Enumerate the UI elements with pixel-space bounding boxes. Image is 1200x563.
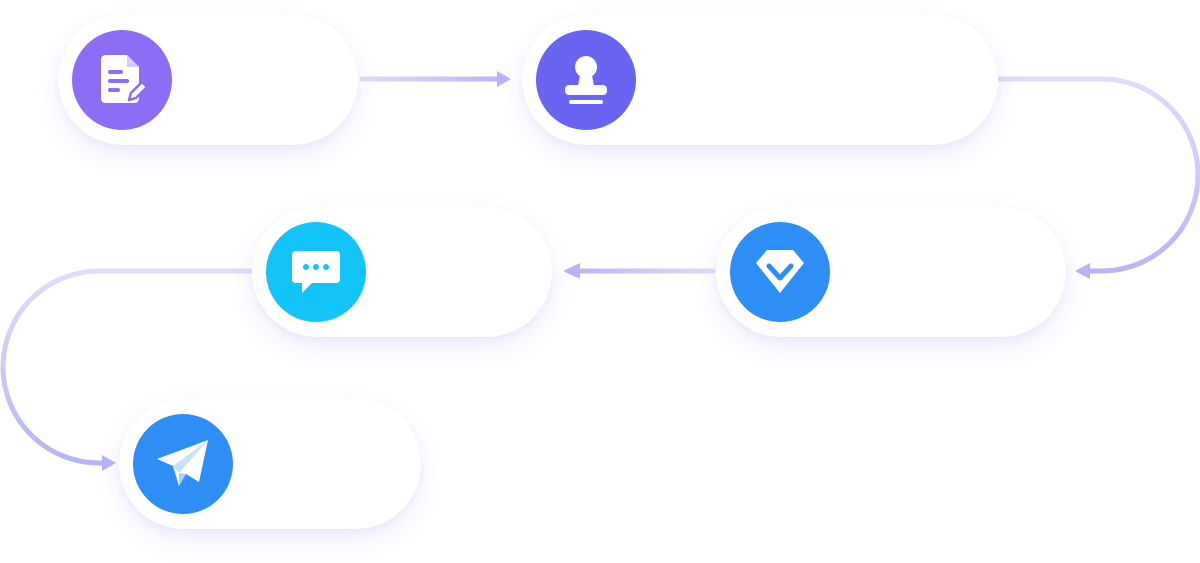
step-review[interactable]	[716, 207, 1066, 337]
connector-stamp-to-review	[997, 76, 1200, 274]
step-review-badge	[730, 222, 830, 322]
step-message-badge	[266, 222, 366, 322]
arrowhead-message	[563, 263, 580, 279]
step-send-badge	[133, 414, 233, 514]
arrowhead-stamp	[497, 71, 511, 87]
step-send[interactable]	[119, 399, 421, 529]
step-stamp-badge	[536, 30, 636, 130]
step-message[interactable]	[252, 207, 552, 337]
arrowhead-send	[102, 455, 116, 471]
arrowhead-review	[1075, 263, 1090, 279]
diamond-check-icon	[756, 250, 804, 293]
paper-plane-icon	[157, 440, 208, 486]
connector-message-to-send	[0, 268, 253, 466]
document-edit-icon	[101, 55, 146, 103]
step-draft-badge	[72, 30, 172, 130]
stamp-icon	[565, 56, 607, 104]
step-stamp[interactable]	[522, 15, 998, 145]
chat-bubble-icon	[292, 251, 340, 293]
step-draft[interactable]	[58, 15, 358, 145]
